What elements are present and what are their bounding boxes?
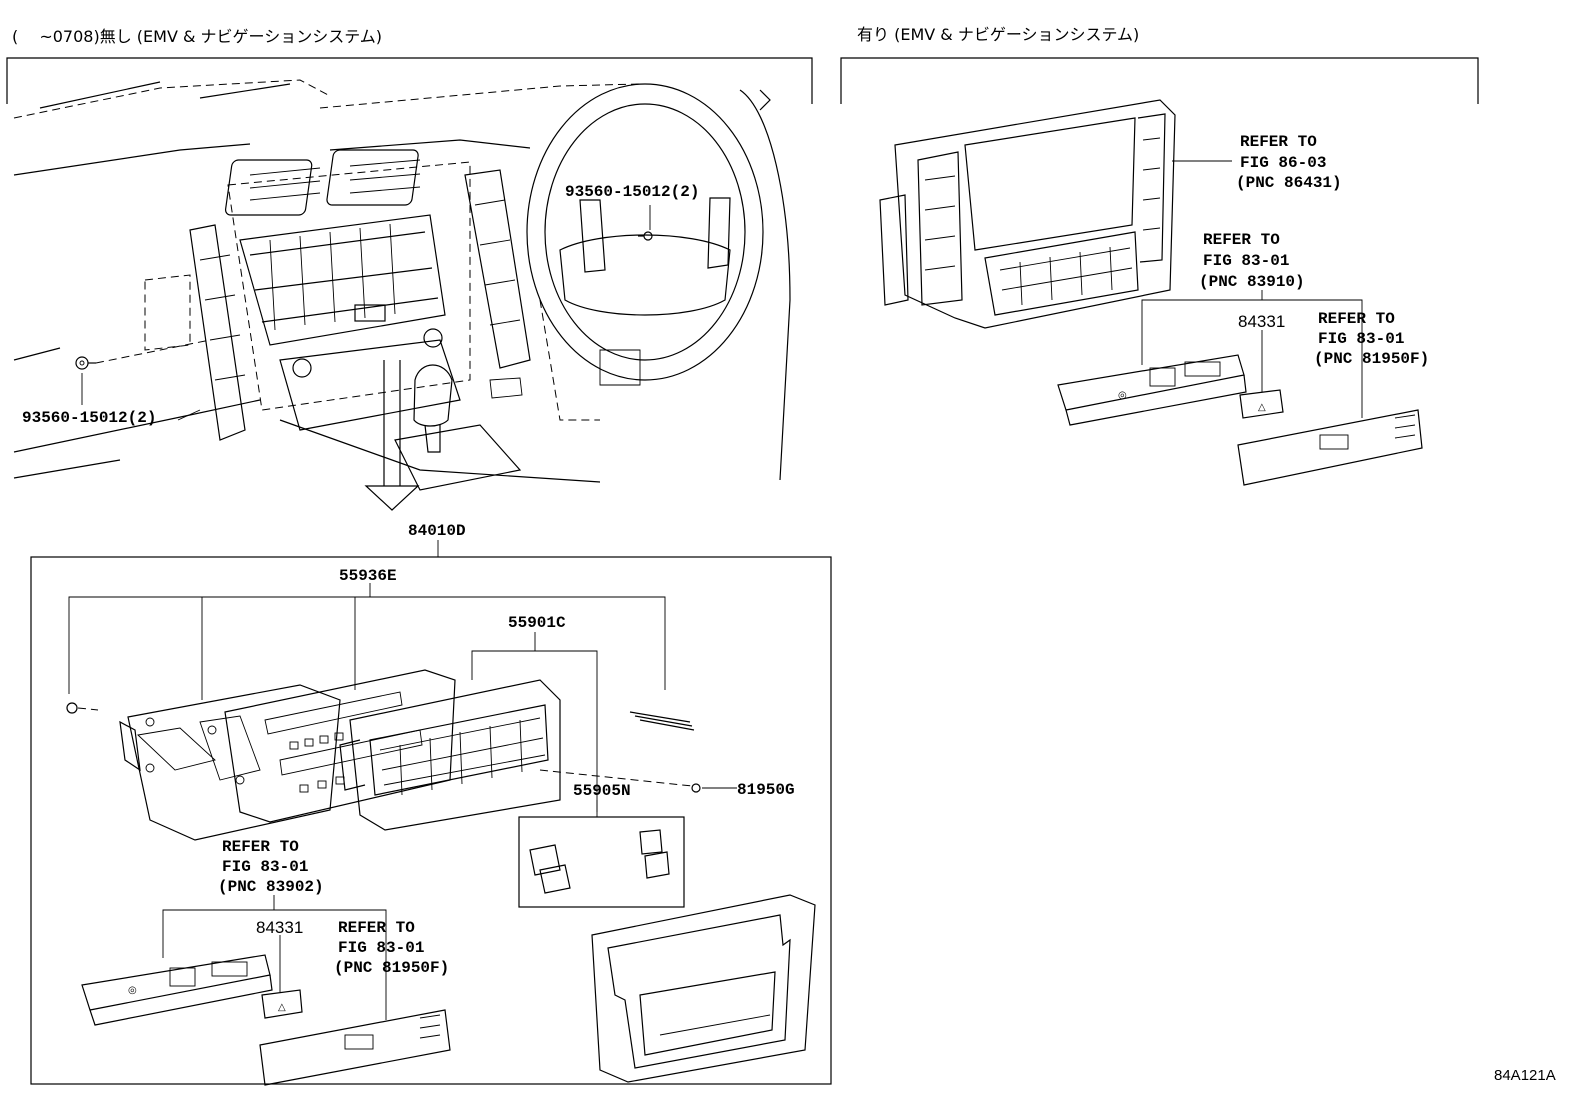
- ref-83910-bracket: [1141, 299, 1363, 418]
- part-55901c-label: 55901C: [508, 614, 566, 632]
- exploded-panel-assembly: [66, 669, 701, 841]
- svg-text:REFER TO: REFER TO: [338, 919, 415, 937]
- part-55936e-label: 55936E: [339, 567, 397, 585]
- ref-81950f-right-text: REFER TO FIG 83-01 (PNC 81950F): [1314, 310, 1429, 368]
- svg-text:△: △: [278, 1002, 286, 1013]
- navigation-unit-illustration: [879, 99, 1176, 329]
- ref-86431-text: REFER TO FIG 86-03 (PNC 86431): [1236, 133, 1342, 192]
- svg-text:FIG 86-03: FIG 86-03: [1240, 154, 1326, 172]
- ref-83910-text: REFER TO FIG 83-01 (PNC 83910): [1199, 231, 1305, 291]
- center-bezel-illustration: [591, 894, 816, 1083]
- svg-text:REFER TO: REFER TO: [222, 838, 299, 856]
- assembly-label: 84010D: [408, 522, 466, 540]
- bolt-upper-label: 93560-15012(2): [565, 183, 699, 201]
- svg-text:(PNC 83910): (PNC 83910): [1199, 273, 1305, 291]
- svg-text:REFER TO: REFER TO: [1318, 310, 1395, 328]
- svg-text:FIG 83-01: FIG 83-01: [1203, 252, 1289, 270]
- knob-caps-illustration: [529, 829, 670, 894]
- assembly-box: [30, 556, 832, 1085]
- figure-id: 84A121A: [1494, 1067, 1556, 1084]
- right-section-header: 有り (EMV & ナビゲーションシステム): [857, 25, 1139, 44]
- svg-text:REFER TO: REFER TO: [1203, 231, 1280, 249]
- part-55905n-box: [518, 816, 685, 908]
- part-55905n-label: 55905N: [573, 782, 631, 800]
- hazard-switch-right: △: [1239, 389, 1284, 419]
- trim-panel-right: [1237, 409, 1423, 486]
- hazard-switch-left: △: [261, 989, 303, 1019]
- svg-text:(PNC 86431): (PNC 86431): [1236, 174, 1342, 192]
- left-section-bracket: [6, 57, 813, 104]
- svg-text:(PNC 83902): (PNC 83902): [218, 878, 324, 896]
- part-84331-right-label: 84331: [1238, 312, 1285, 331]
- svg-text:FIG 83-01: FIG 83-01: [1318, 330, 1404, 348]
- svg-text:(PNC 81950F): (PNC 81950F): [334, 959, 449, 977]
- ref-83902-bracket: [162, 909, 387, 1020]
- svg-text:FIG 83-01: FIG 83-01: [338, 939, 424, 957]
- trim-panel-left: [259, 1009, 451, 1086]
- switch-panel-right: ◎: [1057, 354, 1247, 426]
- ref-83902-text: REFER TO FIG 83-01 (PNC 83902): [218, 838, 324, 896]
- svg-text:◎: ◎: [1118, 390, 1127, 401]
- svg-text:REFER TO: REFER TO: [1240, 133, 1317, 151]
- part-84331-left-label: 84331: [256, 918, 303, 937]
- switch-panel-left: ◎: [81, 954, 273, 1026]
- arrow-down-icon: [364, 360, 420, 511]
- part-81950g-label: 81950G: [737, 781, 795, 799]
- dashboard-illustration: [13, 79, 791, 491]
- part-55901c-bracket: [471, 650, 598, 812]
- bolt-lower-label: 93560-15012(2): [22, 409, 156, 427]
- svg-text:◎: ◎: [128, 985, 137, 996]
- svg-text:(PNC 81950F): (PNC 81950F): [1314, 350, 1429, 368]
- right-section-bracket: [840, 57, 1479, 104]
- part-55936e-bracket: [68, 596, 666, 694]
- bolt-lower-leader-2: [177, 409, 201, 421]
- left-section-header: ( ~0708)無し (EMV & ナビゲーションシステム): [12, 27, 382, 46]
- ref-81950f-left-text: REFER TO FIG 83-01 (PNC 81950F): [334, 919, 449, 977]
- svg-text:△: △: [1258, 402, 1266, 413]
- svg-text:FIG 83-01: FIG 83-01: [222, 858, 308, 876]
